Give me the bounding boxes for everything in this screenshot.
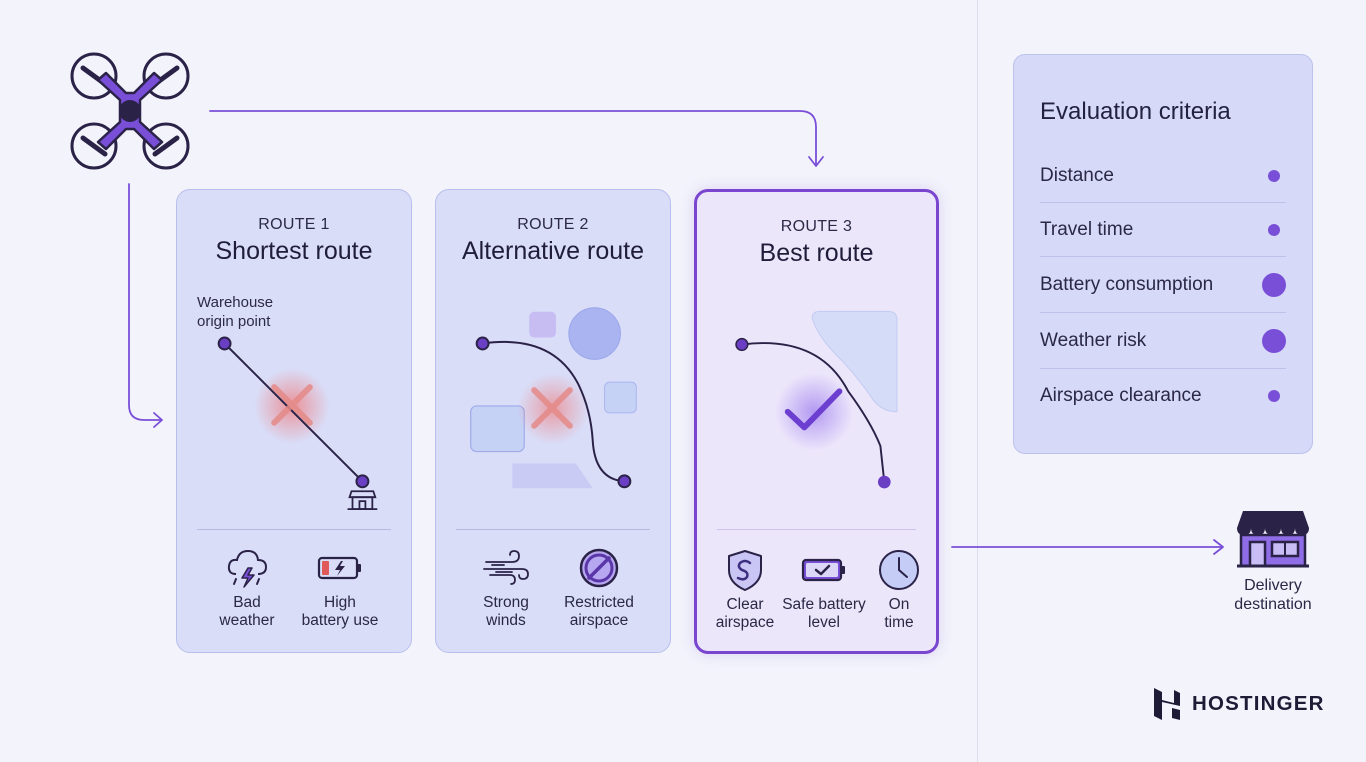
criterion-label: Distance: [1040, 164, 1114, 186]
criterion-weather-risk: Weather risk: [1040, 313, 1286, 369]
route-path: [223, 342, 364, 483]
evaluation-criteria-panel: Evaluation criteria Distance Travel time…: [1013, 54, 1313, 454]
arrow-to-best-route-head: [808, 156, 824, 167]
obstacles: [470, 307, 637, 489]
fact-label: On time: [884, 596, 914, 631]
route-title: Alternative route: [461, 237, 645, 265]
wind-icon: [483, 550, 529, 585]
storm-cloud-icon: [227, 549, 268, 588]
criterion-label: Airspace clearance: [1040, 385, 1202, 406]
card-divider: [456, 529, 650, 530]
cross-icon: [271, 384, 313, 426]
shield-icon: [728, 550, 762, 591]
origin-point: [217, 336, 232, 351]
origin-point: [475, 336, 490, 351]
end-point: [877, 475, 891, 489]
drone-icon: [70, 52, 190, 170]
origin-point: [735, 337, 749, 352]
storefront-icon: [1237, 511, 1309, 568]
criterion-battery-consumption: Battery consumption: [1040, 257, 1286, 313]
route-path: [741, 342, 886, 483]
criterion-airspace-clearance: Airspace clearance: [1040, 369, 1286, 423]
delivery-destination-label: Delivery destination: [1234, 577, 1312, 613]
route-title: Shortest route: [215, 237, 373, 265]
no-fly-zone: [811, 310, 898, 413]
route-number: ROUTE 2: [517, 216, 589, 233]
success-glow: [775, 372, 854, 451]
arrow-to-destination-head: [1213, 539, 1224, 555]
section-divider: [977, 0, 978, 762]
route-number: ROUTE 3: [780, 218, 853, 235]
route-path: [482, 340, 625, 483]
clock-icon: [879, 550, 919, 590]
fact-high-battery-use: High battery use: [289, 544, 391, 630]
fact-label: Safe battery level: [782, 596, 866, 631]
fact-label: Bad weather: [219, 594, 275, 629]
weight-indicator: [1262, 328, 1286, 353]
criterion-label: Travel time: [1040, 218, 1134, 240]
storefront-icon: [347, 490, 378, 510]
low-battery-icon: [317, 556, 361, 580]
fact-strong-winds: Strong winds: [470, 544, 542, 630]
route-map: [217, 336, 378, 510]
route-number: ROUTE 1: [258, 216, 330, 233]
criterion-travel-time: Travel time: [1040, 203, 1286, 257]
end-point: [355, 474, 370, 489]
route-map: [735, 310, 898, 489]
route-card-best[interactable]: ROUTE 3 Best route Clear airspace Safe: [694, 189, 939, 654]
panel-title: Evaluation criteria: [1040, 98, 1231, 125]
criterion-distance: Distance: [1040, 149, 1286, 203]
warehouse-origin-label: Warehouse origin point: [197, 294, 274, 330]
fact-restricted-airspace: Restricted airspace: [548, 544, 650, 630]
weight-indicator: [1268, 223, 1280, 236]
fact-label: Strong winds: [483, 594, 529, 629]
no-entry-icon: [579, 548, 619, 588]
fact-safe-battery-level: Safe battery level: [777, 546, 871, 632]
fact-label: High battery use: [301, 594, 379, 629]
route-card-shortest[interactable]: ROUTE 1 Shortest route Warehouse origin …: [176, 189, 412, 653]
fact-clear-airspace: Clear airspace: [709, 546, 781, 632]
route-card-alternative[interactable]: ROUTE 2 Alternative route: [435, 189, 671, 653]
arrow-to-routes-head: [153, 412, 163, 428]
checkmark-icon: [784, 388, 843, 431]
card-divider: [717, 529, 916, 530]
criterion-label: Battery consumption: [1040, 273, 1214, 295]
fact-label: Clear airspace: [715, 596, 775, 631]
fact-bad-weather: Bad weather: [212, 544, 282, 630]
battery-check-icon: [801, 558, 845, 582]
hostinger-logo-icon: [1154, 688, 1180, 720]
end-point: [617, 474, 632, 489]
criterion-label: Weather risk: [1040, 329, 1147, 351]
weight-indicator: [1262, 272, 1286, 297]
weight-indicator: [1268, 390, 1280, 402]
fact-on-time: On time: [869, 546, 929, 632]
cross-icon: [531, 387, 573, 429]
route-map: [470, 307, 637, 489]
arrow-to-best-route: [209, 110, 817, 166]
weight-indicator: [1268, 169, 1280, 182]
card-divider: [197, 529, 391, 530]
brand-name: HOSTINGER: [1192, 692, 1325, 715]
fact-label: Restricted airspace: [564, 594, 634, 629]
brand-logo: HOSTINGER: [1152, 686, 1325, 722]
arrow-to-routes: [128, 183, 162, 421]
route-title: Best route: [759, 239, 874, 267]
